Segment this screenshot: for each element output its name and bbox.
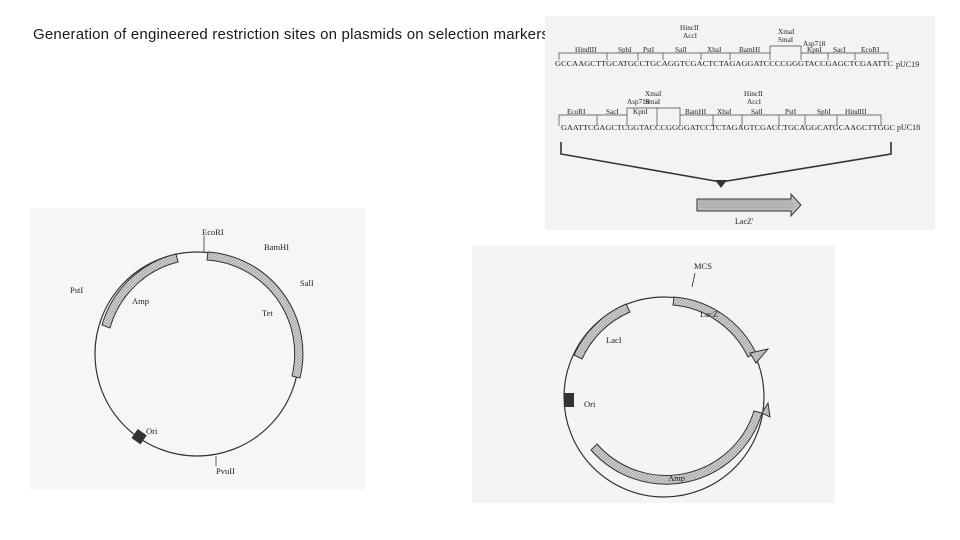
polylinker-svg: HincII AccI XmaI SmaI Asp718 HindIII Sph… bbox=[555, 24, 920, 226]
amp-arrowhead bbox=[761, 401, 771, 418]
ori-marker bbox=[131, 429, 147, 445]
puc18-site-sali: SalI bbox=[751, 108, 763, 116]
puc19-sequence: GCCAAGCTTGCATGCCTGCAGGTCGACTCTAGAGGATCCC… bbox=[555, 59, 893, 68]
lacz-arrowhead bbox=[749, 348, 770, 364]
puc18-site-acci: AccI bbox=[747, 98, 762, 106]
puc18-site-psti: PstI bbox=[785, 108, 797, 116]
puc-map-figure: MCS LacZ' LacI Ori Amp bbox=[472, 245, 835, 503]
puc18-site-xbai: XbaI bbox=[717, 108, 732, 116]
puc19-site-acci: AccI bbox=[683, 32, 698, 40]
puc-label-laci: LacI bbox=[606, 335, 622, 345]
puc-label-lacz: LacZ' bbox=[700, 309, 720, 319]
puc19-label: pUC19 bbox=[896, 60, 919, 69]
puc19-site-hindiii: HindIII bbox=[575, 46, 597, 54]
puc-label-ori: Ori bbox=[584, 399, 596, 409]
puc19-site-boxes bbox=[558, 45, 889, 60]
puc18-site-ecori: EcoRI bbox=[567, 108, 586, 116]
pbr-site-sali: SalI bbox=[300, 278, 314, 288]
puc18-site-sphi: SphI bbox=[817, 108, 831, 116]
puc-label-mcs: MCS bbox=[694, 261, 712, 271]
puc18-site-boxes bbox=[558, 107, 882, 126]
puc18-site-xmai: XmaI bbox=[645, 90, 662, 98]
puc19-top-sites: HincII AccI XmaI SmaI Asp718 bbox=[680, 24, 826, 48]
puc18-sequence: GAATTCGAGCTCGGTACCCGGGGATCCTCTAGAGTCGACC… bbox=[561, 123, 895, 132]
bracket-arrowhead bbox=[715, 180, 727, 188]
puc19-site-xmai: XmaI bbox=[778, 28, 795, 36]
pbr-site-psti: PstI bbox=[70, 285, 83, 295]
puc19-site-hincii: HincII bbox=[680, 24, 699, 32]
puc19-site-kpni: KpnI bbox=[807, 46, 822, 54]
puc18-top-sites: XmaI SmaI Asp718 HincII AccI bbox=[627, 90, 763, 106]
puc-label-amp: Amp bbox=[668, 473, 685, 483]
puc19-site-ecori: EcoRI bbox=[861, 46, 880, 54]
bracket-to-lacz bbox=[560, 142, 892, 183]
pbr322-map-svg: EcoRI BamHI SalI PstI PvuII Amp Tet Ori bbox=[70, 227, 314, 476]
pbr-ori-label: Ori bbox=[146, 426, 158, 436]
puc18-site-kpni: KpnI bbox=[633, 108, 648, 116]
puc-map-svg: MCS LacZ' LacI Ori Amp bbox=[563, 261, 771, 498]
puc19-site-xbai: XbaI bbox=[707, 46, 722, 54]
amp-gene-arc bbox=[101, 253, 179, 329]
puc19-site-sphi: SphI bbox=[618, 46, 632, 54]
puc19-site-asp718: Asp718 bbox=[803, 40, 826, 48]
slide-title: Generation of engineered restriction sit… bbox=[33, 26, 550, 43]
ori-marker bbox=[564, 393, 574, 407]
mcs-tick bbox=[691, 272, 696, 288]
puc18-site-smai: SmaI bbox=[645, 98, 661, 106]
lacz-gene-arc bbox=[672, 296, 757, 358]
polylinker-figure: HincII AccI XmaI SmaI Asp718 HindIII Sph… bbox=[545, 16, 935, 230]
puc19-site-bamhi: BamHI bbox=[739, 46, 761, 54]
pbr322-map-figure: EcoRI BamHI SalI PstI PvuII Amp Tet Ori bbox=[30, 208, 365, 490]
puc19-site-saci: SacI bbox=[833, 46, 846, 54]
puc18-site-hindiii: HindIII bbox=[845, 108, 867, 116]
puc19-site-smai: SmaI bbox=[778, 36, 794, 44]
tet-gene-arc bbox=[206, 251, 304, 379]
puc18-site-asp718: Asp718 bbox=[627, 98, 650, 106]
pbr-site-pvuii: PvuII bbox=[216, 466, 235, 476]
puc18-site-bamhi: BamHI bbox=[685, 108, 707, 116]
pbr-site-ecori: EcoRI bbox=[202, 227, 224, 237]
puc19-site-psti: PstI bbox=[643, 46, 655, 54]
pbr-site-bamhi: BamHI bbox=[264, 242, 289, 252]
lacz-arrow-label: LacZ' bbox=[735, 217, 754, 226]
amp-gene-arc bbox=[590, 410, 763, 485]
puc19-site-sali: SalI bbox=[675, 46, 687, 54]
lacz-arrow bbox=[696, 192, 802, 218]
pbr-gene-tet: Tet bbox=[262, 308, 273, 318]
puc18-label: pUC18 bbox=[897, 123, 920, 132]
puc18-site-saci: SacI bbox=[606, 108, 619, 116]
laci-gene-arc bbox=[573, 303, 631, 360]
puc18-site-hincii: HincII bbox=[744, 90, 763, 98]
pbr-gene-amp: Amp bbox=[132, 296, 149, 306]
